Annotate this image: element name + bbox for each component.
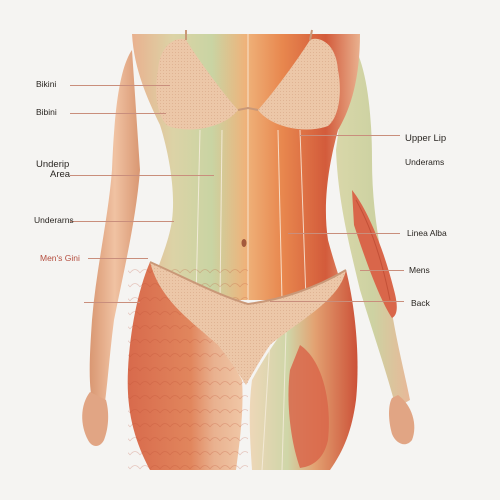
leader-lower-left: [84, 302, 140, 303]
label-area: Area: [50, 169, 71, 180]
label-mens-gini: Men's Gini: [40, 253, 80, 263]
label-bikini-2: Bibini: [36, 107, 57, 117]
leader-back: [270, 301, 404, 302]
label-underarns: Underarns: [34, 215, 74, 225]
label-linea-alba: Linea Alba: [407, 228, 447, 238]
leader-underarns: [70, 221, 174, 222]
left-hand: [82, 392, 109, 446]
leader-mens: [360, 270, 404, 271]
leader-underip: [70, 175, 214, 176]
label-back: Back: [411, 298, 430, 308]
label-mens: Mens: [409, 265, 430, 275]
leader-upper-lip: [300, 135, 400, 136]
leader-linea-alba: [288, 233, 400, 234]
navel: [241, 239, 247, 247]
right-hand: [389, 395, 415, 445]
forearm-muscle: [352, 190, 397, 318]
left-arm: [89, 50, 140, 410]
leader-mens-gini: [88, 258, 148, 259]
briefs: [149, 261, 347, 385]
label-bikini-1: Bikini: [36, 79, 57, 89]
leader-bikini-2: [70, 113, 166, 114]
right-leg-muscle: [288, 345, 329, 468]
label-underams: Underams: [405, 157, 445, 167]
label-underip: Underip: [36, 159, 70, 170]
bra: [156, 29, 340, 130]
label-upper-lip: Upper Lip: [405, 133, 447, 144]
leader-bikini-1: [70, 85, 170, 86]
